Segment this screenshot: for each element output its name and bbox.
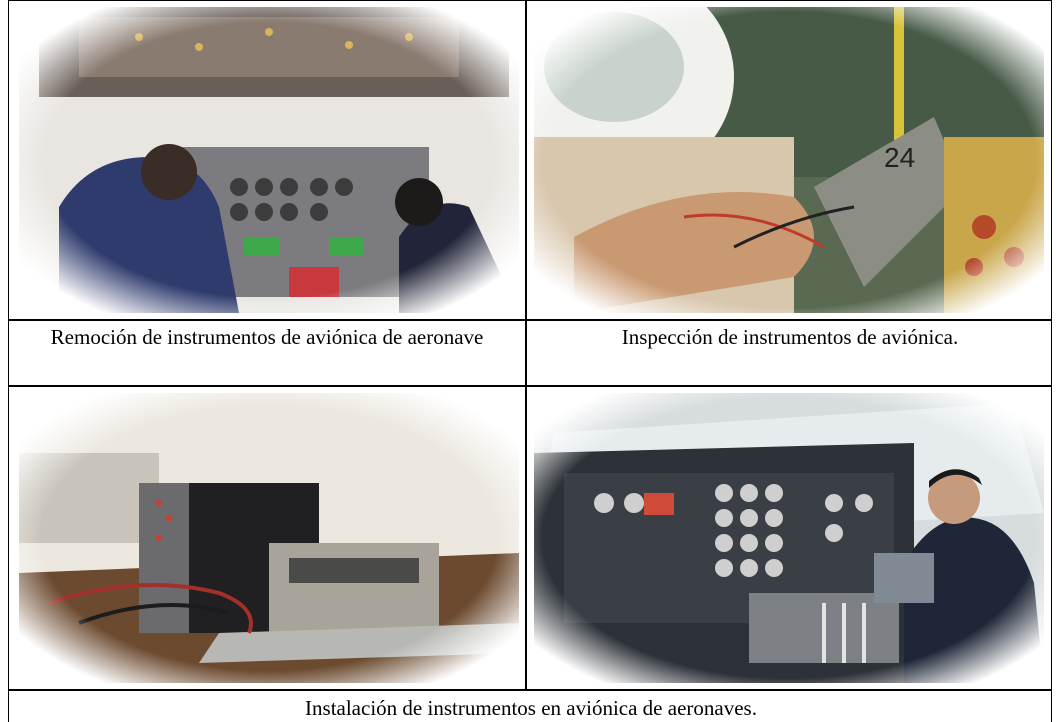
row-divider [9, 385, 1051, 387]
photo-bench-units [19, 393, 519, 683]
caption-removal: Remoción de instrumentos de aviónica de … [50, 325, 484, 349]
caption-inspection: Inspección de instrumentos de aviónica. [621, 325, 959, 349]
figure-table: 24 Remoción de instrumentos de aviónica … [8, 0, 1052, 722]
photo-cockpit-removal [19, 7, 519, 313]
column-divider [525, 385, 527, 689]
column-divider [525, 1, 527, 385]
photo-instrument-inspection: 24 [534, 7, 1044, 313]
photo-cockpit-installation [534, 393, 1044, 683]
row-divider [9, 689, 1051, 691]
row-divider [9, 319, 1051, 321]
caption-installation: Instalación de instrumentos en aviónica … [305, 696, 757, 720]
